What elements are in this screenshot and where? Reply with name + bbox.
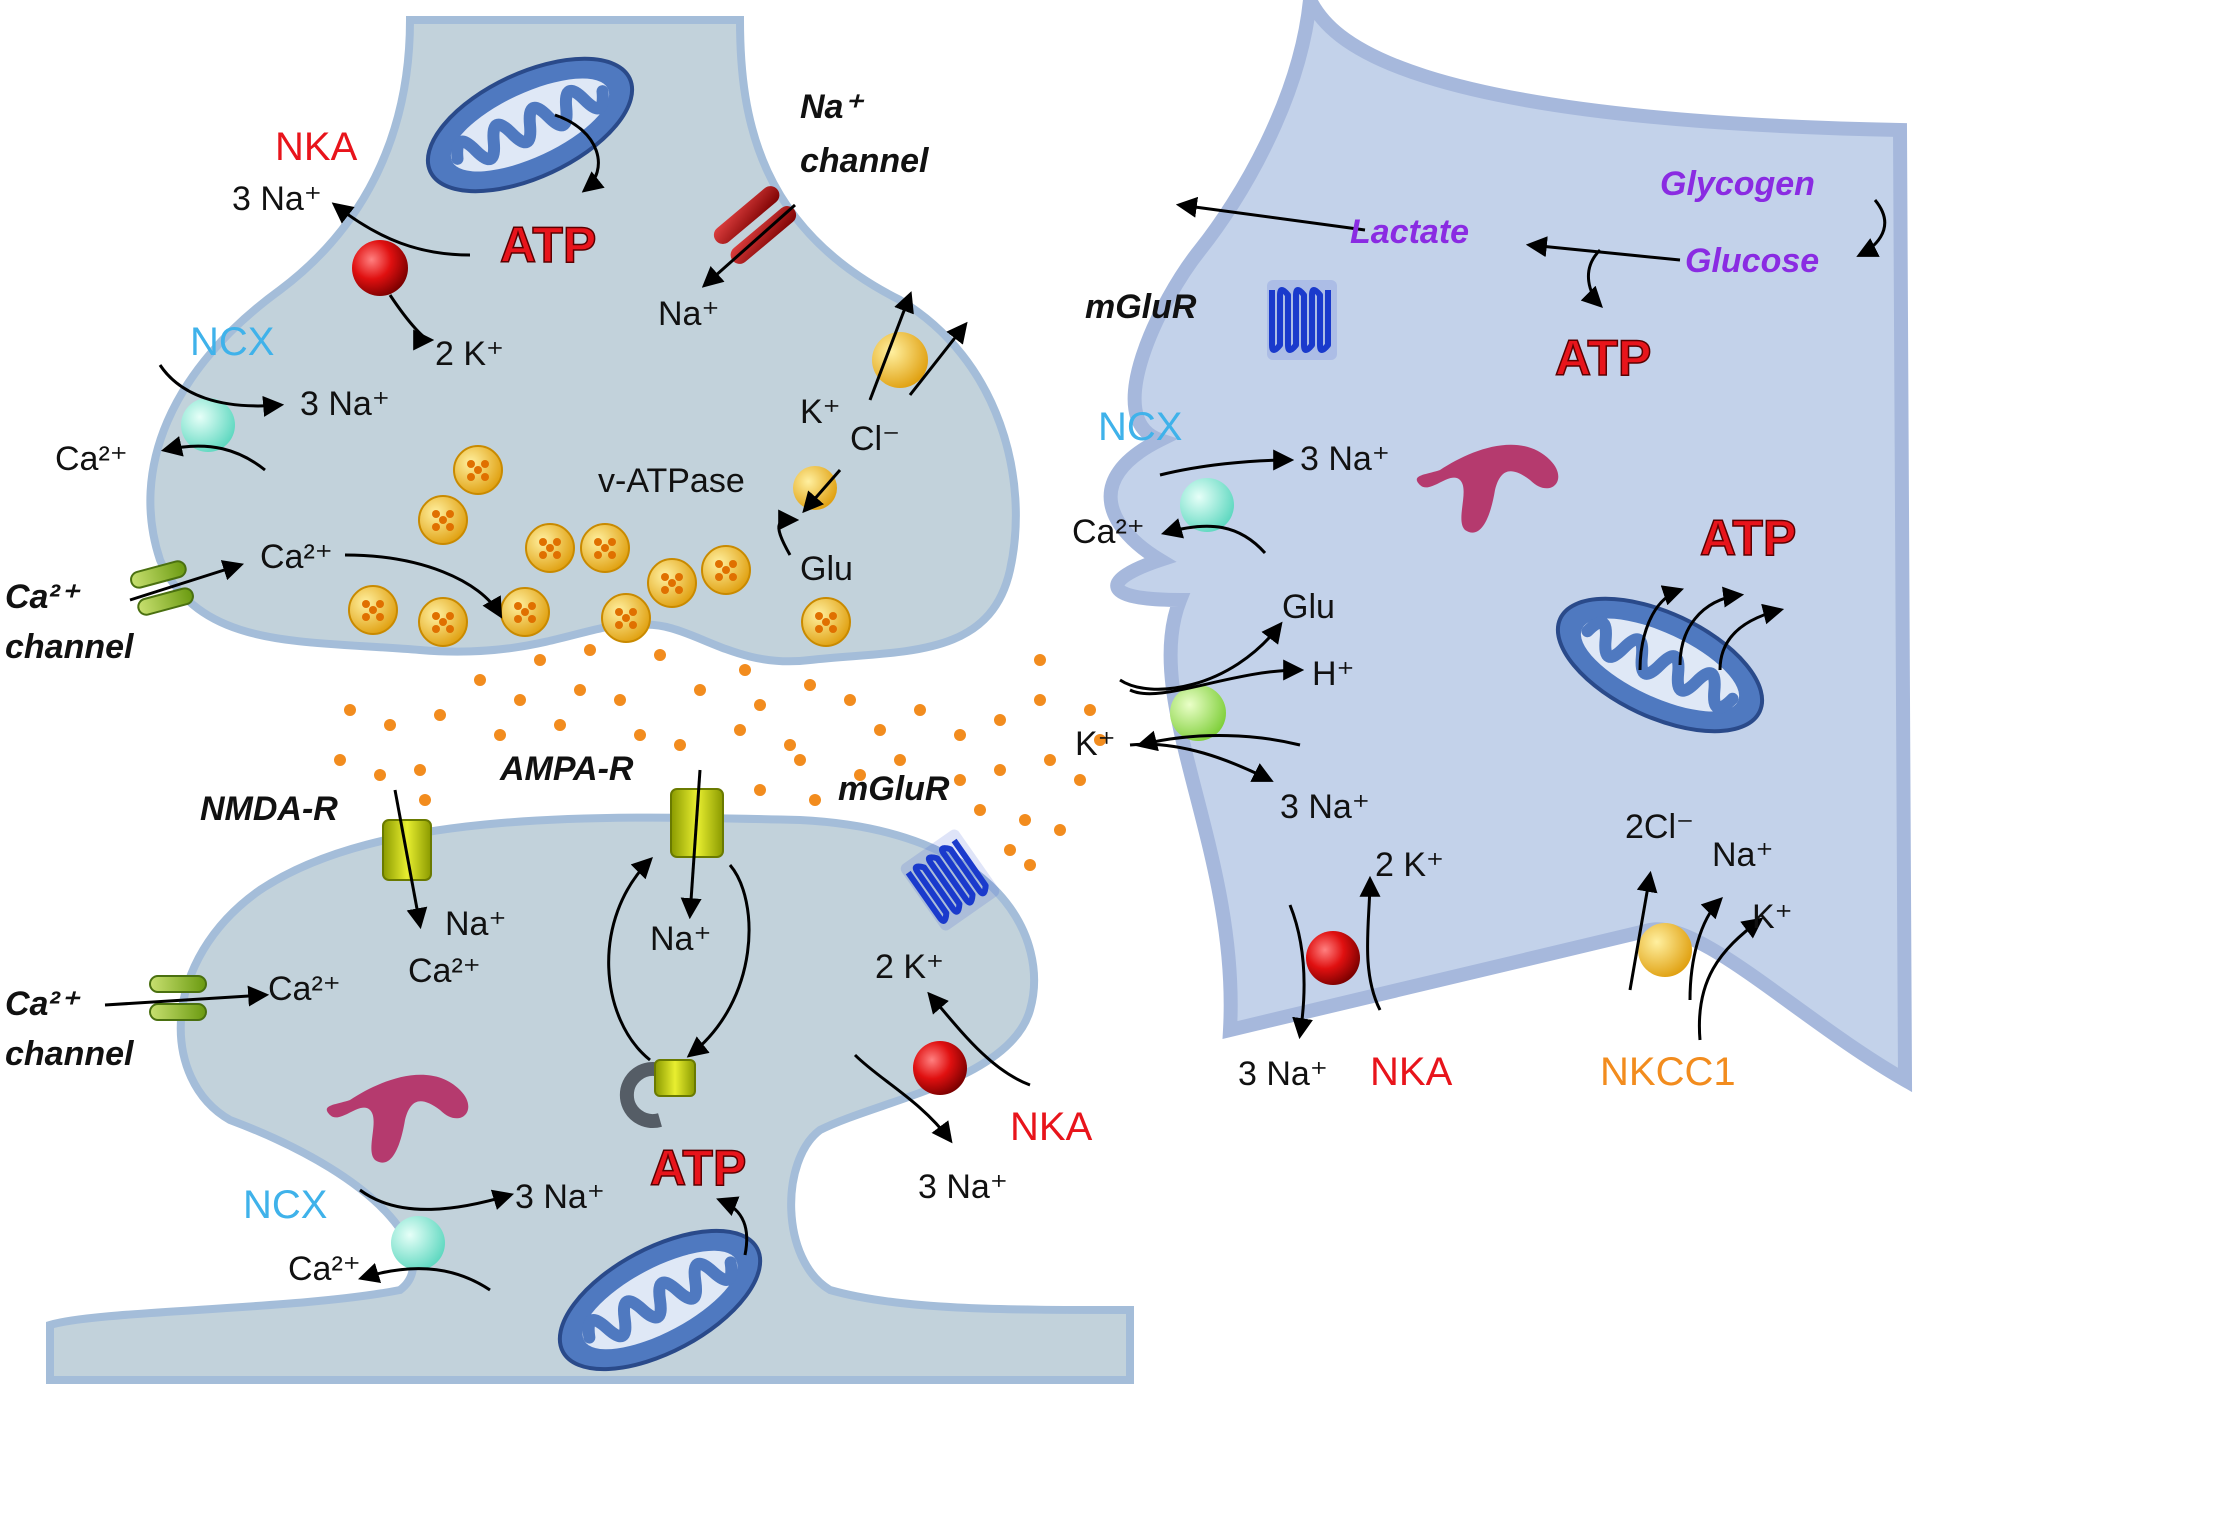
ca-channel-ion-post: Ca²⁺ (268, 970, 341, 1008)
ca-channel-ion-pre: Ca²⁺ (260, 538, 333, 576)
nkcc-na: Na⁺ (1712, 836, 1773, 874)
atp-pre: ATP (500, 217, 596, 273)
nka-pump-pre (352, 240, 408, 296)
nka-out-pre: 3 Na⁺ (232, 180, 322, 218)
atp-astro-1: ATP (1555, 330, 1651, 386)
mglur-astro (1267, 280, 1337, 360)
ca-channel-label-pre-2: channel (5, 628, 135, 666)
ca-channel-label-post-1: Ca²⁺ (5, 985, 81, 1023)
mglur-label-post: mGluR (838, 770, 950, 808)
nmda-ion-1: Na⁺ (445, 905, 506, 943)
ncx-label-post: NCX (243, 1183, 327, 1227)
glutamate-dots (334, 644, 1106, 871)
lactate-label: Lactate (1350, 213, 1469, 251)
vatpase-vesicle (793, 466, 837, 510)
glu-label-pre: Glu (800, 550, 853, 588)
ncx-pre (181, 398, 235, 452)
na-channel-label-1: Na⁺ (800, 88, 864, 126)
ncx-ca-pre: Ca²⁺ (55, 440, 128, 478)
ncx-na-post: 3 Na⁺ (515, 1178, 605, 1216)
astrocyte-body (1103, 0, 1913, 1093)
nka-out-astro: 3 Na⁺ (1238, 1055, 1328, 1093)
nka-in-post: 2 K⁺ (875, 948, 944, 986)
atp-post: ATP (650, 1140, 746, 1196)
eaat-transporter (1170, 685, 1226, 741)
ampa-label: AMPA-R (499, 750, 634, 788)
nkcc1-label: NKCC1 (1600, 1050, 1736, 1094)
nka-label-astro: NKA (1370, 1050, 1453, 1094)
kcl-cotransporter (872, 332, 928, 388)
nka-in-astro: 2 K⁺ (1375, 846, 1444, 884)
nkcc-cl: 2Cl⁻ (1625, 808, 1694, 846)
eaat-k: K⁺ (1075, 725, 1116, 763)
nka-pump-astro (1306, 931, 1360, 985)
ca-channel-label-pre-1: Ca²⁺ (5, 578, 81, 616)
nmda-label: NMDA-R (200, 790, 338, 828)
nkcc-k: K⁺ (1752, 898, 1793, 936)
atp-astro-2: ATP (1700, 510, 1796, 566)
eaat-glu: Glu (1282, 588, 1335, 626)
nka-pump-post (913, 1041, 967, 1095)
cl-label-pre: Cl⁻ (850, 420, 900, 458)
nka-in-pre: 2 K⁺ (435, 335, 504, 373)
nka-label-pre: NKA (275, 125, 358, 169)
ampa-recycling (619, 1059, 696, 1128)
ca-channel-label-post-2: channel (5, 1035, 135, 1073)
glycogen-label: Glycogen (1660, 165, 1815, 203)
k-label-pre: K⁺ (800, 393, 841, 431)
eaat-na: 3 Na⁺ (1280, 788, 1370, 826)
ncx-label-pre: NCX (190, 320, 274, 364)
ncx-ca-astro: Ca²⁺ (1072, 513, 1145, 551)
mglur-label-astro: mGluR (1085, 288, 1197, 326)
na-channel-label-2: channel (800, 142, 930, 180)
nmda-ion-2: Ca²⁺ (408, 952, 481, 990)
na-channel-ion: Na⁺ (658, 295, 719, 333)
eaat-h: H⁺ (1312, 655, 1355, 693)
flux-arrows (104, 113, 1887, 1292)
nka-label-post: NKA (1010, 1105, 1093, 1149)
ncx-post (391, 1216, 445, 1270)
glucose-label: Glucose (1685, 242, 1819, 280)
ncx-astro (1180, 478, 1234, 532)
ampa-ion: Na⁺ (650, 920, 711, 958)
vatpase-label: v-ATPase (598, 462, 745, 500)
ncx-na-pre: 3 Na⁺ (300, 385, 390, 423)
ca-channel-pre (128, 558, 196, 618)
ncx-na-astro: 3 Na⁺ (1300, 440, 1390, 478)
ncx-ca-post: Ca²⁺ (288, 1250, 361, 1288)
nka-out-post: 3 Na⁺ (918, 1168, 1008, 1206)
ncx-label-astro: NCX (1098, 405, 1182, 449)
nkcc1-cotransporter (1638, 923, 1692, 977)
